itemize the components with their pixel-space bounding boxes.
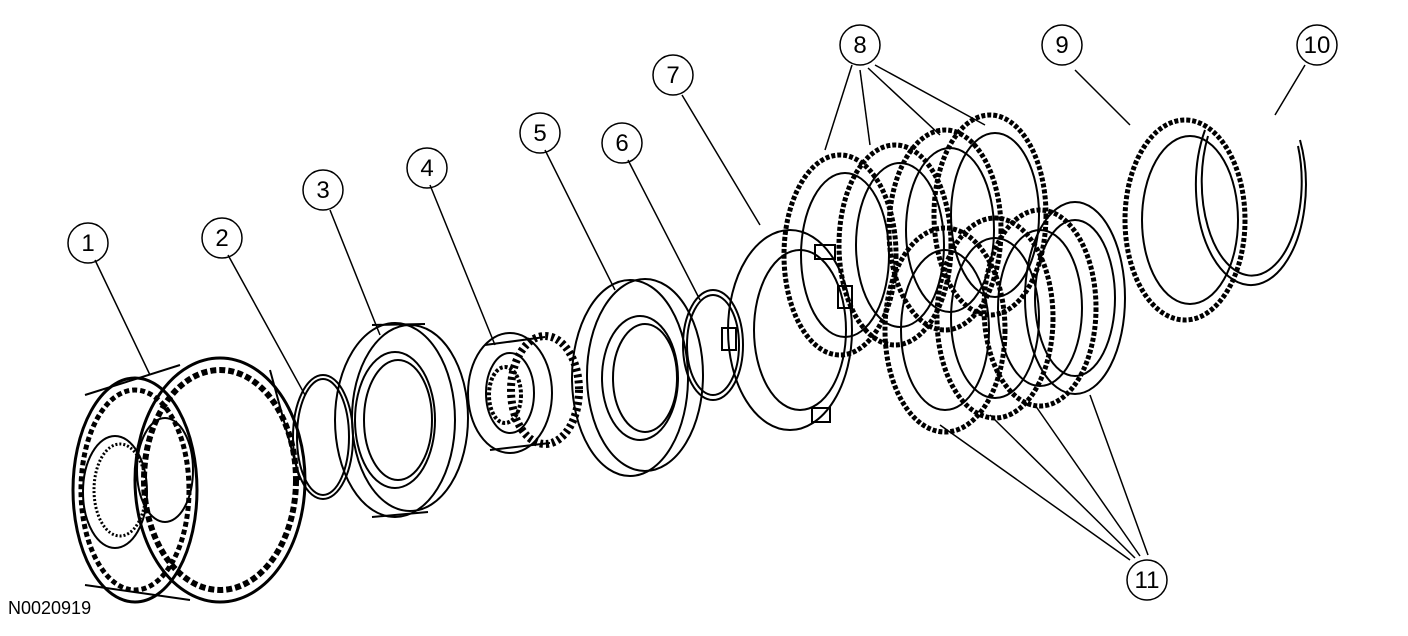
callout-8: 8 [853, 32, 866, 59]
callout-7: 7 [666, 62, 679, 89]
callout-9: 9 [1055, 32, 1068, 59]
callout-6: 6 [615, 130, 628, 157]
part-7-pressure-plate [721, 229, 853, 431]
part-9-backing-plate [1122, 117, 1248, 323]
callout-10: 10 [1304, 32, 1331, 59]
callout-5: 5 [533, 120, 546, 147]
part-4-return-spring [467, 332, 583, 454]
callout-3: 3 [316, 177, 329, 204]
part-8-steel-plates [781, 112, 1049, 358]
part-2-o-ring [292, 374, 354, 500]
callout-1: 1 [81, 230, 94, 257]
leader-lines [94, 64, 1306, 561]
callout-circles [67, 24, 1338, 601]
reference-code: N0020919 [8, 598, 92, 618]
part-6-snap-ring [682, 289, 744, 401]
part-11-friction-plates [882, 201, 1126, 435]
callout-2: 2 [215, 225, 228, 252]
part-3-piston [334, 322, 469, 518]
part-10-retaining-ring [1194, 129, 1307, 287]
callout-11: 11 [1135, 567, 1160, 594]
part-1-clutch-hub [71, 356, 307, 604]
callout-4: 4 [420, 155, 433, 182]
part-5-piston-plate [571, 278, 704, 477]
